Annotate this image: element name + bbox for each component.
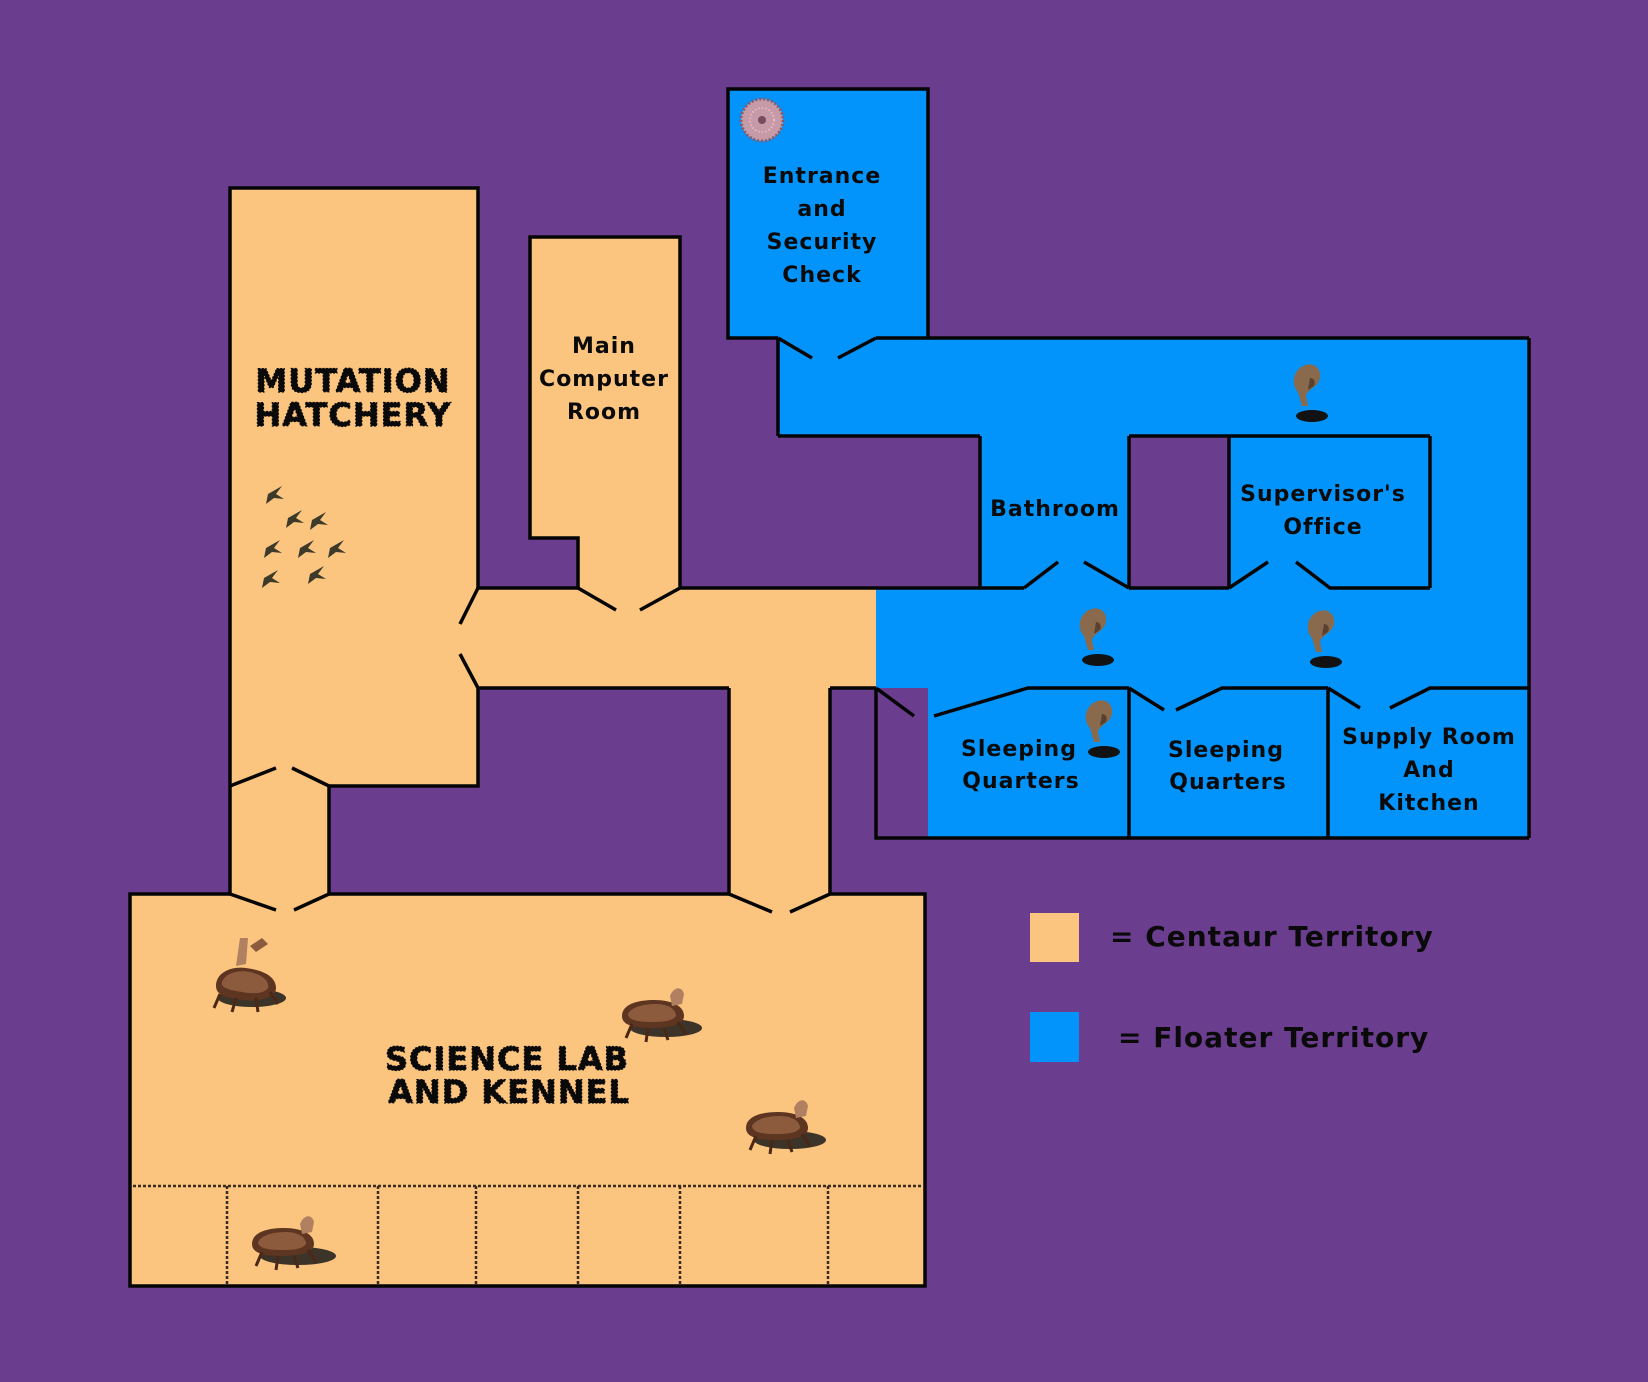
bathroom-door-a: [1022, 560, 1060, 590]
sleeping1-label-1: Sleeping: [961, 737, 1077, 762]
sleep1-door-b: [933, 686, 1129, 718]
floater-floor: [728, 89, 1529, 838]
computer-door-right: [639, 586, 681, 612]
floater-creature-icon: [1293, 364, 1328, 422]
bathroom-label: Bathroom: [990, 497, 1120, 522]
floater-creature-icon: [1079, 608, 1114, 666]
hatchery-bottom-door-left: [229, 766, 277, 788]
small-mutant-icon: [264, 540, 282, 558]
legend-label-centaur: = Centaur Territory: [1110, 920, 1434, 953]
lab-door-left-b: [293, 892, 330, 912]
entrance-label-4: Check: [782, 263, 862, 288]
supervisor-label-2: Office: [1283, 515, 1362, 540]
bathroom-walls: [978, 436, 1024, 590]
legend-label-floater: = Floater Territory: [1118, 1021, 1429, 1054]
lab-walls: [128, 892, 927, 1288]
entrance-label-2: and: [797, 197, 846, 222]
sleep2-door-a: [1128, 686, 1165, 712]
computer-door-left: [577, 586, 617, 612]
small-mutant-icon: [328, 540, 346, 558]
lab-door-left-a: [229, 892, 277, 912]
hatchery-walls: [228, 186, 480, 786]
floor-fills: [130, 89, 1529, 1286]
supply-door-a: [1327, 686, 1361, 710]
sleep2-door-b: [1175, 686, 1328, 712]
centaur-creature-icon: [746, 1100, 826, 1155]
small-mutant-icon: [262, 570, 280, 588]
small-mutant-icon: [266, 486, 284, 504]
walls: [128, 87, 1531, 1288]
lab-label-2: AND KENNEL: [388, 1073, 630, 1111]
supervisor-label-1: Supervisor's: [1240, 482, 1406, 507]
centaur-creature-icon: [622, 988, 702, 1043]
small-mutant-icon: [310, 512, 328, 530]
small-mutant-icon: [298, 540, 316, 558]
floater-creature-icon: [1085, 700, 1120, 758]
small-mutant-icon: [308, 566, 326, 584]
mutant-swarm: [262, 486, 346, 588]
sleeping1-label-2: Quarters: [962, 769, 1079, 794]
round-seal-icon: [739, 97, 785, 143]
supply-door-b: [1389, 686, 1529, 710]
centaur-creature-icon: [252, 1216, 336, 1271]
entrance-label-3: Security: [767, 230, 878, 255]
hatchery-label-1: MUTATION: [255, 362, 450, 400]
centaur-floor: [130, 188, 925, 1286]
kennel-cages: [133, 1184, 922, 1284]
office-door-b: [1294, 560, 1430, 590]
sleeping2-label-1: Sleeping: [1168, 738, 1284, 763]
office-door-a: [1228, 560, 1269, 590]
lab-door-right-a: [728, 892, 773, 914]
legend-swatch-centaur: [1030, 913, 1079, 962]
hatchery-bottom-door-right: [291, 766, 330, 788]
legend: = Centaur Territory = Floater Territory: [1030, 913, 1434, 1062]
supply-label-1: Supply Room: [1342, 725, 1516, 750]
entrance-label-1: Entrance: [763, 164, 882, 189]
hatchery-walls-lower: [329, 688, 480, 788]
floater-creature-icon: [1307, 610, 1342, 668]
centaur-creature-icon: [212, 938, 286, 1013]
hatchery-door-bottom: [458, 653, 480, 689]
sleep1-door-a: [874, 686, 916, 718]
supply-label-3: Kitchen: [1378, 791, 1479, 816]
entrance-door-left: [777, 336, 813, 360]
computer-label-2: Computer: [539, 367, 669, 392]
lab-label-1: SCIENCE LAB: [385, 1040, 629, 1078]
computer-label-1: Main: [572, 334, 636, 359]
small-mutant-icon: [286, 510, 304, 528]
computer-room-walls: [528, 235, 682, 588]
hatchery-door-top: [458, 587, 480, 625]
supply-label-2: And: [1403, 758, 1454, 783]
hatchery-label-2: HATCHERY: [254, 396, 451, 434]
legend-swatch-floater: [1030, 1012, 1079, 1062]
lab-door-right-b: [789, 892, 831, 914]
sleep1-walls: [874, 688, 1129, 840]
sleeping2-label-2: Quarters: [1169, 770, 1286, 795]
computer-label-3: Room: [567, 400, 641, 425]
room-labels: MUTATION HATCHERY Main Computer Room Ent…: [254, 164, 1516, 1112]
entrance-door-right: [837, 336, 877, 360]
entrance-walls: [726, 87, 930, 340]
bathroom-door-b: [1083, 560, 1130, 590]
